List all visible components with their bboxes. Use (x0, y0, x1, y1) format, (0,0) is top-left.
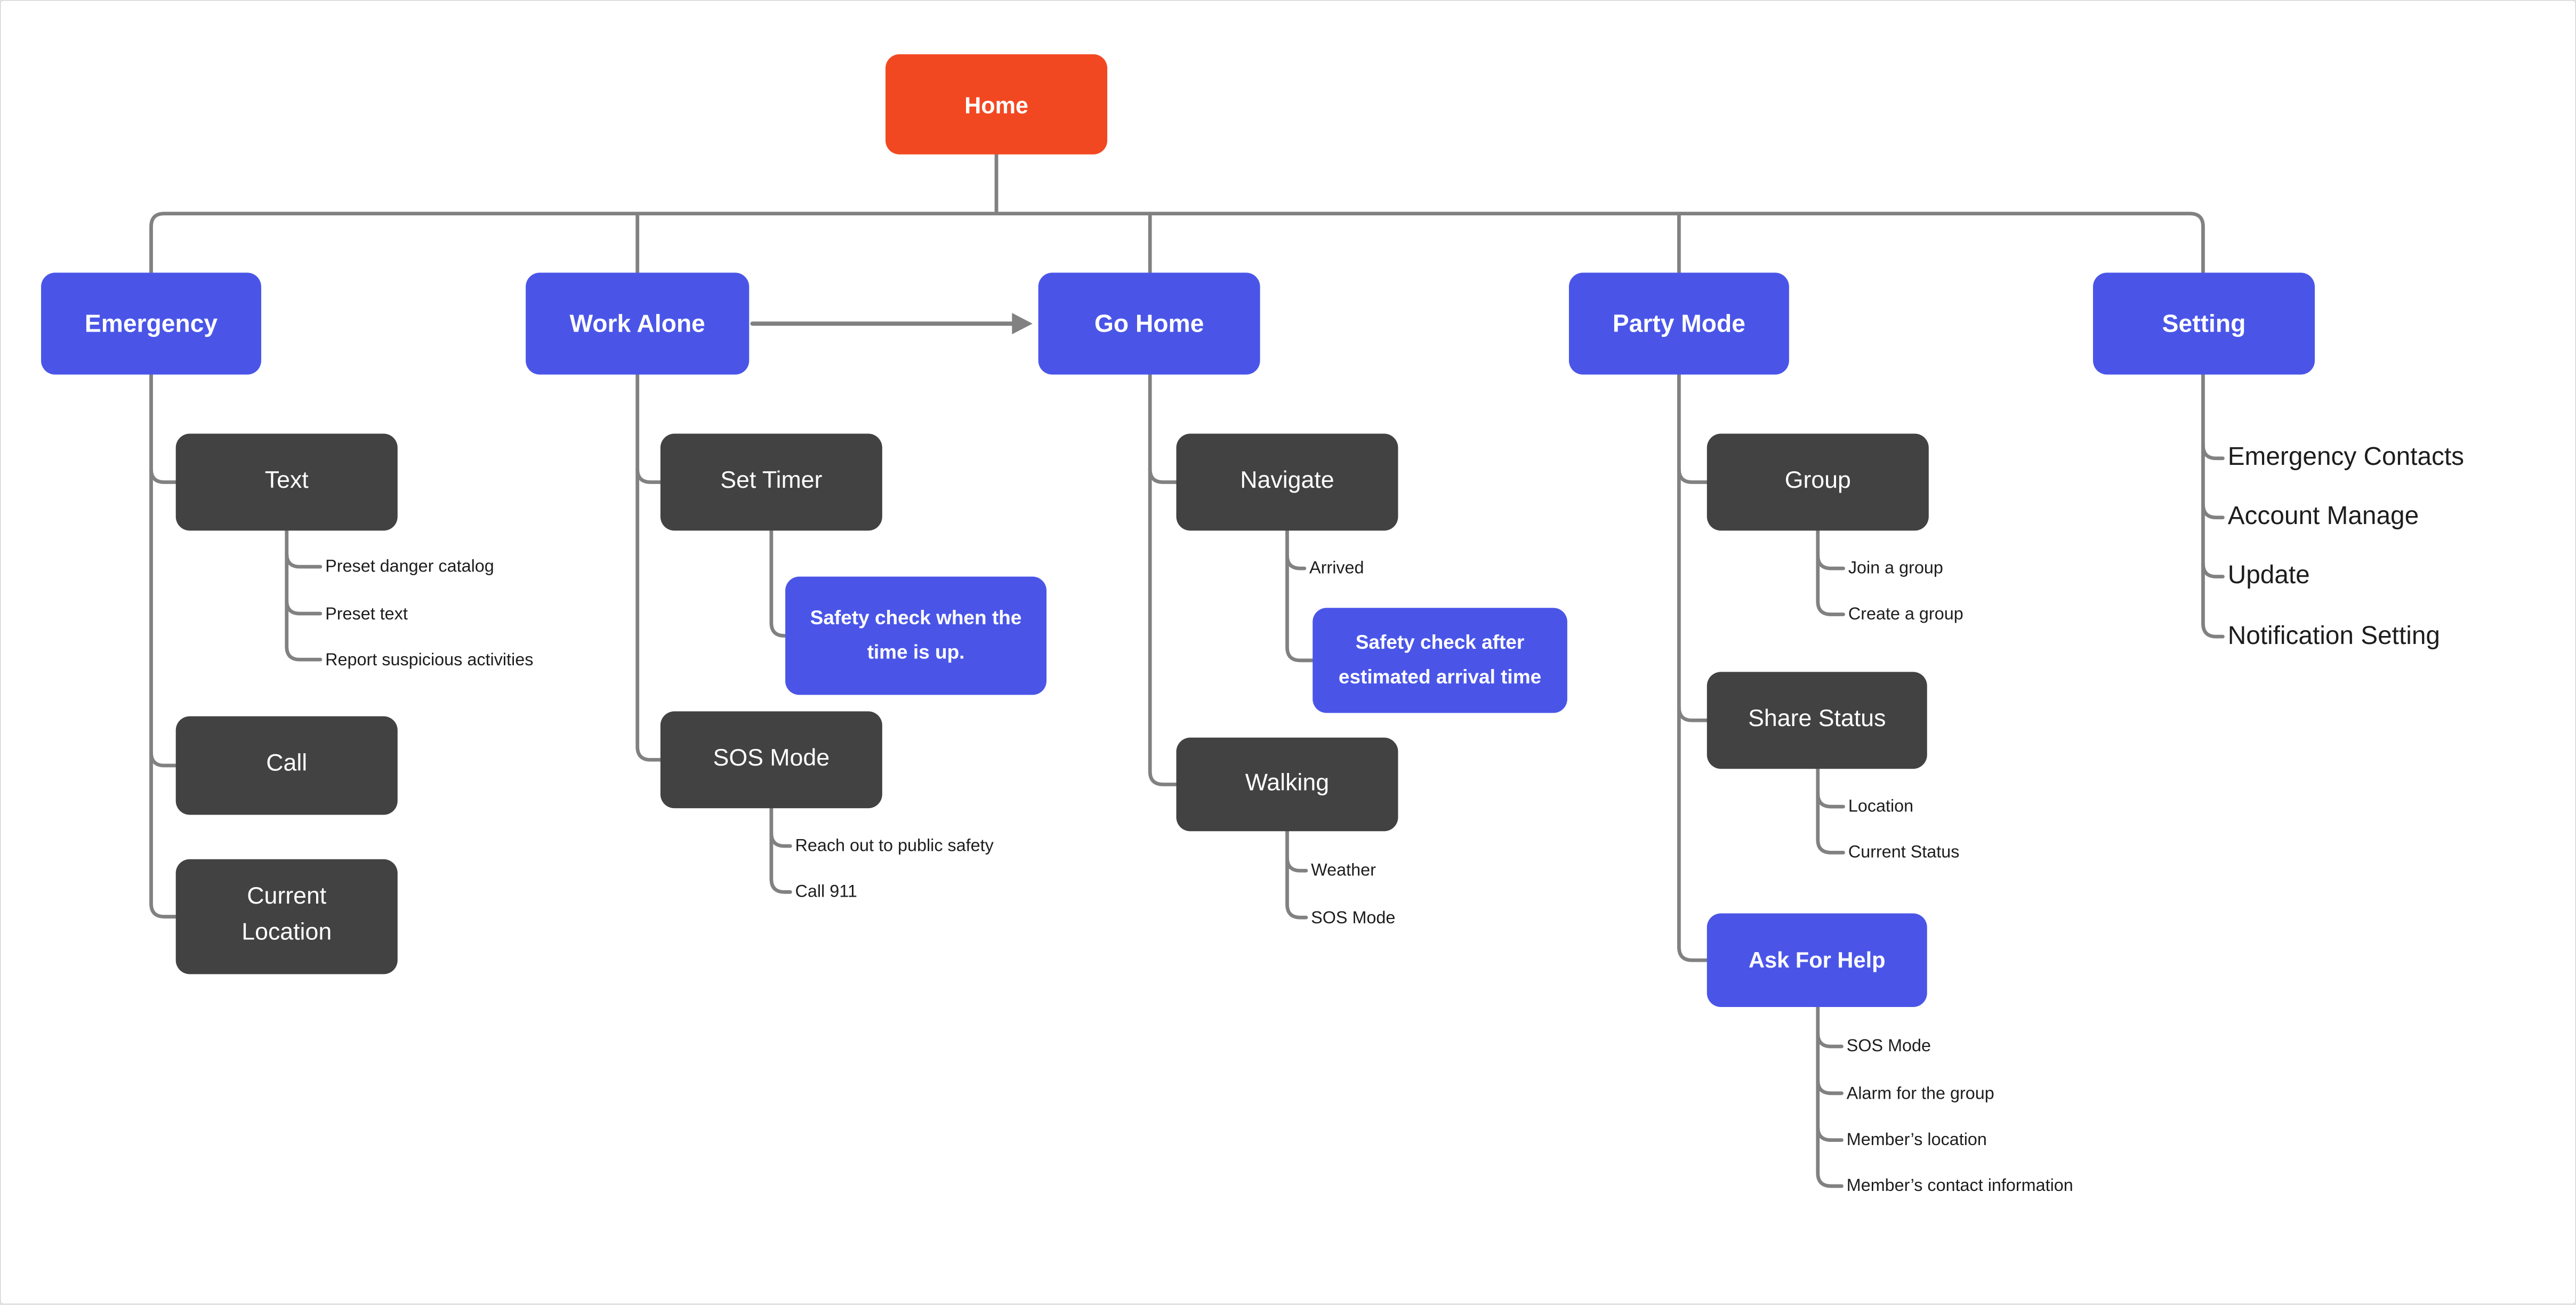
node-emergency[interactable]: Emergency (41, 272, 261, 375)
leaf-preset-danger-catalog[interactable]: Preset danger catalog (325, 557, 494, 577)
node-work-alone[interactable]: Work Alone (526, 272, 750, 375)
connector-elbow-account (2201, 502, 2225, 520)
connector-text-trunk (285, 528, 323, 662)
connector-gohome-trunk (1148, 373, 1178, 786)
leaf-location[interactable]: Location (1848, 796, 1914, 817)
node-set-timer[interactable]: Set Timer (660, 433, 882, 531)
leaf-sos-mode-ask-for-help[interactable]: SOS Mode (1846, 1036, 1931, 1057)
node-label: Set Timer (720, 468, 823, 494)
node-label: Party Mode (1612, 309, 1745, 338)
node-label: Ask For Help (1748, 948, 1886, 973)
leaf-weather[interactable]: Weather (1311, 860, 1376, 881)
leaf-emergency-contacts[interactable]: Emergency Contacts (2227, 444, 2465, 472)
node-party-mode[interactable]: Party Mode (1568, 272, 1789, 375)
connector-elbow-preset-text (285, 598, 323, 616)
connector-elbow-share (1677, 705, 1709, 722)
connector-sos-work-trunk (769, 806, 792, 894)
connector-walking-trunk (1285, 829, 1308, 920)
connector-elbow-update (2201, 561, 2225, 579)
node-label: Call (266, 751, 308, 777)
node-current-location[interactable]: Current Location (175, 859, 398, 974)
node-label: Current Location (241, 884, 332, 947)
node-share-status[interactable]: Share Status (1706, 672, 1927, 769)
connector-elbow-member-loc (1816, 1125, 1844, 1142)
node-sos-mode-work-alone[interactable]: SOS Mode (660, 711, 882, 809)
connector-elbow-arrived (1285, 553, 1307, 570)
node-label: Group (1784, 468, 1851, 494)
arrowhead-icon (1012, 313, 1033, 335)
connector-elbow-reach-out (769, 831, 792, 848)
connector-elbow-join (1816, 553, 1845, 570)
connector-elbow-alarm (1816, 1078, 1844, 1095)
connector-elbow-preset-danger (285, 552, 323, 569)
leaf-current-status[interactable]: Current Status (1848, 842, 1960, 863)
node-label: Walking (1245, 770, 1330, 796)
leaf-preset-text[interactable]: Preset text (325, 603, 408, 624)
connector-afh-trunk (1816, 1005, 1844, 1188)
connector-elbow-text (149, 467, 178, 484)
node-label: Navigate (1240, 468, 1334, 494)
node-label: Emergency (84, 309, 218, 338)
connector-emergency-trunk (149, 373, 178, 919)
node-call[interactable]: Call (175, 716, 398, 815)
note-safety-check-arrival[interactable]: Safety check after estimated arrival tim… (1313, 608, 1567, 713)
note-label: Safety check after estimated arrival tim… (1338, 631, 1542, 689)
node-label: Work Alone (569, 309, 705, 338)
connector-setting-trunk (2201, 373, 2225, 639)
leaf-arrived[interactable]: Arrived (1309, 558, 1364, 578)
connector-main-trunk (149, 212, 2205, 275)
leaf-members-contact-information[interactable]: Member’s contact information (1846, 1176, 2073, 1196)
leaf-join-a-group[interactable]: Join a group (1848, 558, 1943, 578)
leaf-sos-mode-walking[interactable]: SOS Mode (1311, 907, 1396, 928)
connector-share-trunk (1816, 767, 1845, 855)
node-text[interactable]: Text (175, 433, 398, 531)
connector-elbow-call (149, 750, 178, 768)
note-safety-check-timer[interactable]: Safety check when the time is up. (785, 576, 1046, 695)
node-label: Setting (2162, 309, 2246, 338)
node-label: Go Home (1094, 309, 1204, 338)
connector-navigate-trunk (1285, 528, 1315, 663)
connector-elbow-weather (1285, 856, 1308, 873)
connector-group-trunk (1816, 528, 1845, 616)
leaf-account-manage[interactable]: Account Manage (2227, 502, 2419, 531)
leaf-notification-setting[interactable]: Notification Setting (2227, 622, 2440, 650)
leaf-reach-out-public-safety[interactable]: Reach out to public safety (795, 836, 994, 856)
node-setting[interactable]: Setting (2093, 272, 2315, 375)
node-go-home[interactable]: Go Home (1038, 272, 1260, 375)
leaf-update[interactable]: Update (2227, 561, 2310, 590)
note-label: Safety check when the time is up. (810, 607, 1022, 664)
leaf-call-911[interactable]: Call 911 (795, 882, 857, 902)
arrow-connector[interactable] (750, 313, 1033, 335)
connector-elbow-sos-afh (1816, 1031, 1844, 1049)
node-label: Home (964, 91, 1028, 118)
connector-elbow-group (1677, 467, 1709, 484)
leaf-create-a-group[interactable]: Create a group (1848, 605, 1963, 625)
connector-elbow-location (1816, 792, 1845, 809)
connector-elbow-emg-contacts (2201, 443, 2225, 461)
leaf-report-suspicious-activities[interactable]: Report suspicious activities (325, 649, 534, 670)
node-group[interactable]: Group (1706, 433, 1929, 531)
node-label: SOS Mode (713, 745, 830, 772)
node-walking[interactable]: Walking (1176, 737, 1398, 832)
leaf-alarm-for-the-group[interactable]: Alarm for the group (1846, 1083, 1994, 1103)
connector-elbow-navigate (1148, 467, 1178, 484)
node-label: Share Status (1748, 705, 1886, 732)
connector-set-timer-note (769, 528, 788, 638)
node-ask-for-help[interactable]: Ask For Help (1706, 913, 1927, 1008)
leaf-members-location[interactable]: Member’s location (1846, 1130, 1987, 1150)
node-home[interactable]: Home (885, 54, 1108, 155)
node-label: Text (264, 468, 309, 494)
node-navigate[interactable]: Navigate (1176, 433, 1398, 531)
connector-elbow-set-timer (635, 467, 663, 484)
connector-party-trunk (1677, 373, 1709, 962)
connector-work-trunk (635, 373, 663, 762)
